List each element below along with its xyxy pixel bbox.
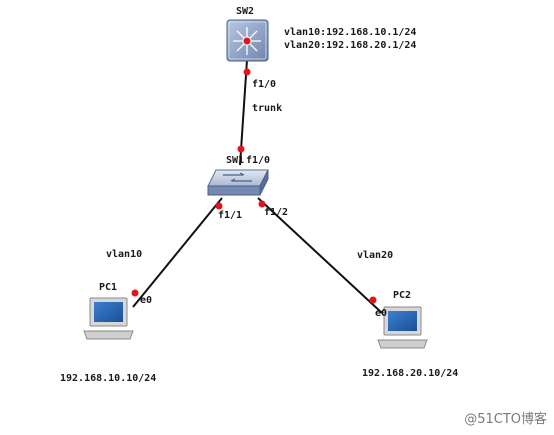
sw1-uplink-port-label: f1/0 bbox=[246, 155, 270, 166]
port-dot-sw1-f1-2 bbox=[258, 200, 266, 208]
trunk-label: trunk bbox=[252, 103, 282, 114]
pc1-ip: 192.168.10.10/24 bbox=[60, 373, 156, 384]
watermark-text: @51CTO博客 bbox=[464, 411, 547, 427]
sw2-port-label: f1/0 bbox=[252, 79, 276, 90]
pc2-computer-icon[interactable] bbox=[377, 306, 428, 349]
sw1-label: SW1 bbox=[226, 155, 244, 166]
pc1-port-label: e0 bbox=[140, 295, 152, 306]
link-sw1-pc1 bbox=[132, 197, 223, 308]
sw2-vlan10-ip: vlan10:192.168.10.1/24 bbox=[284, 27, 416, 38]
port-dot-sw2-f1-0 bbox=[243, 68, 251, 76]
vlan20-label: vlan20 bbox=[357, 250, 393, 261]
sw1-port-f1-1-label: f1/1 bbox=[218, 210, 242, 221]
vlan10-label: vlan10 bbox=[106, 249, 142, 260]
link-sw1-pc2 bbox=[257, 197, 383, 314]
sw2-multilayer-switch-icon[interactable] bbox=[226, 19, 269, 62]
port-dot-sw1-f1-1 bbox=[215, 202, 223, 210]
port-dot-sw1-f1-0 bbox=[237, 145, 245, 153]
sw1-port-f1-2-label: f1/2 bbox=[264, 207, 288, 218]
sw2-vlan20-ip: vlan20:192.168.20.1/24 bbox=[284, 40, 416, 51]
sw2-label: SW2 bbox=[236, 6, 254, 17]
pc1-computer-icon[interactable] bbox=[83, 297, 134, 340]
port-dot-pc1-e0 bbox=[131, 289, 139, 297]
pc2-ip: 192.168.20.10/24 bbox=[362, 368, 458, 379]
pc2-label: PC2 bbox=[393, 290, 411, 301]
port-dot-pc2-e0 bbox=[369, 296, 377, 304]
pc1-label: PC1 bbox=[99, 282, 117, 293]
sw1-switch-icon[interactable] bbox=[207, 169, 269, 196]
pc2-port-label: e0 bbox=[375, 308, 387, 319]
